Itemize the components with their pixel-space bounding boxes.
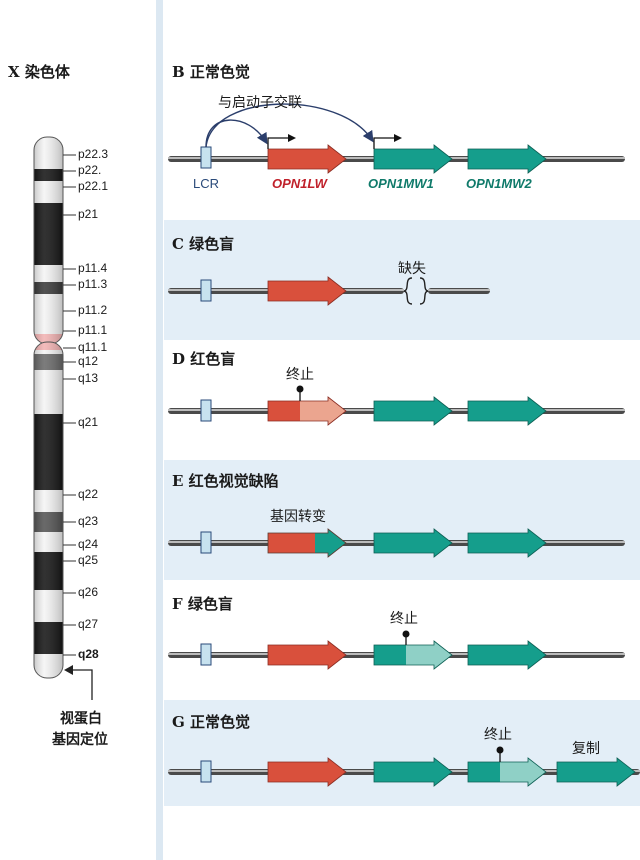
band-label: q21: [78, 415, 99, 429]
band-label: q25: [78, 553, 99, 567]
panel-b-graphic: [168, 103, 625, 174]
opn1lw-label: OPN1LW: [272, 176, 327, 191]
band-label: p22.3: [78, 147, 109, 161]
band-label: p11.4: [78, 261, 108, 275]
panel-c-graphic: [168, 276, 490, 306]
band-label: p21: [78, 207, 99, 221]
opn1mw1-label: OPN1MW1: [368, 176, 434, 191]
caption-line-1: 视蛋白: [60, 711, 102, 727]
band-label: p11.1: [78, 323, 108, 337]
band-label: q27: [78, 617, 99, 631]
band-label: q11.1: [78, 340, 108, 354]
column-separator: [156, 0, 163, 860]
band-label-q28: q28: [78, 647, 99, 661]
panel-d-title: D 红色盲: [172, 350, 236, 368]
deletion-label: 缺失: [398, 261, 426, 277]
band-label: q23: [78, 514, 99, 528]
chromosome-title: X 染色体: [8, 63, 70, 81]
panel-e-background: [164, 460, 640, 580]
band-label: p22.: [78, 163, 102, 177]
band-label: q22: [78, 487, 99, 501]
panel-g-title: G 正常色觉: [172, 713, 251, 731]
chromosome-q-arm: [34, 342, 63, 678]
panel-c-title: C 绿色盲: [172, 235, 235, 253]
lcr-label: LCR: [193, 176, 220, 191]
panel-f-title: F 绿色盲: [172, 595, 233, 613]
panel-b-title: B 正常色觉: [172, 63, 250, 81]
panel-g-background: [164, 700, 640, 806]
band-label: p22.1: [78, 179, 109, 193]
band-label: q12: [78, 354, 99, 368]
stop-label: 终止: [286, 367, 314, 383]
chromosome-p-arm: [34, 137, 63, 344]
gene-conversion-label: 基因转变: [270, 509, 326, 525]
panel-d-graphic: [168, 385, 625, 426]
panel-e-graphic: [168, 528, 625, 558]
caption-line-2: 基因定位: [52, 732, 108, 748]
band-label: p11.3: [78, 277, 108, 291]
duplication-label: 复制: [572, 741, 600, 757]
band-label: p11.2: [78, 303, 108, 317]
panel-e-title: E 红色视觉缺陷: [172, 472, 279, 490]
band-label: q24: [78, 537, 99, 551]
crosslink-label: 与启动子交联: [218, 95, 302, 111]
band-label: q26: [78, 585, 99, 599]
band-ticks: [63, 154, 76, 656]
opn1mw2-label: OPN1MW2: [466, 176, 532, 191]
panel-c-background: [164, 220, 640, 340]
stop-label: 终止: [484, 727, 512, 743]
stop-label: 终止: [390, 611, 418, 627]
band-label: q13: [78, 371, 99, 385]
panel-f-graphic: [168, 630, 625, 670]
panel-g-graphic: [168, 746, 640, 787]
